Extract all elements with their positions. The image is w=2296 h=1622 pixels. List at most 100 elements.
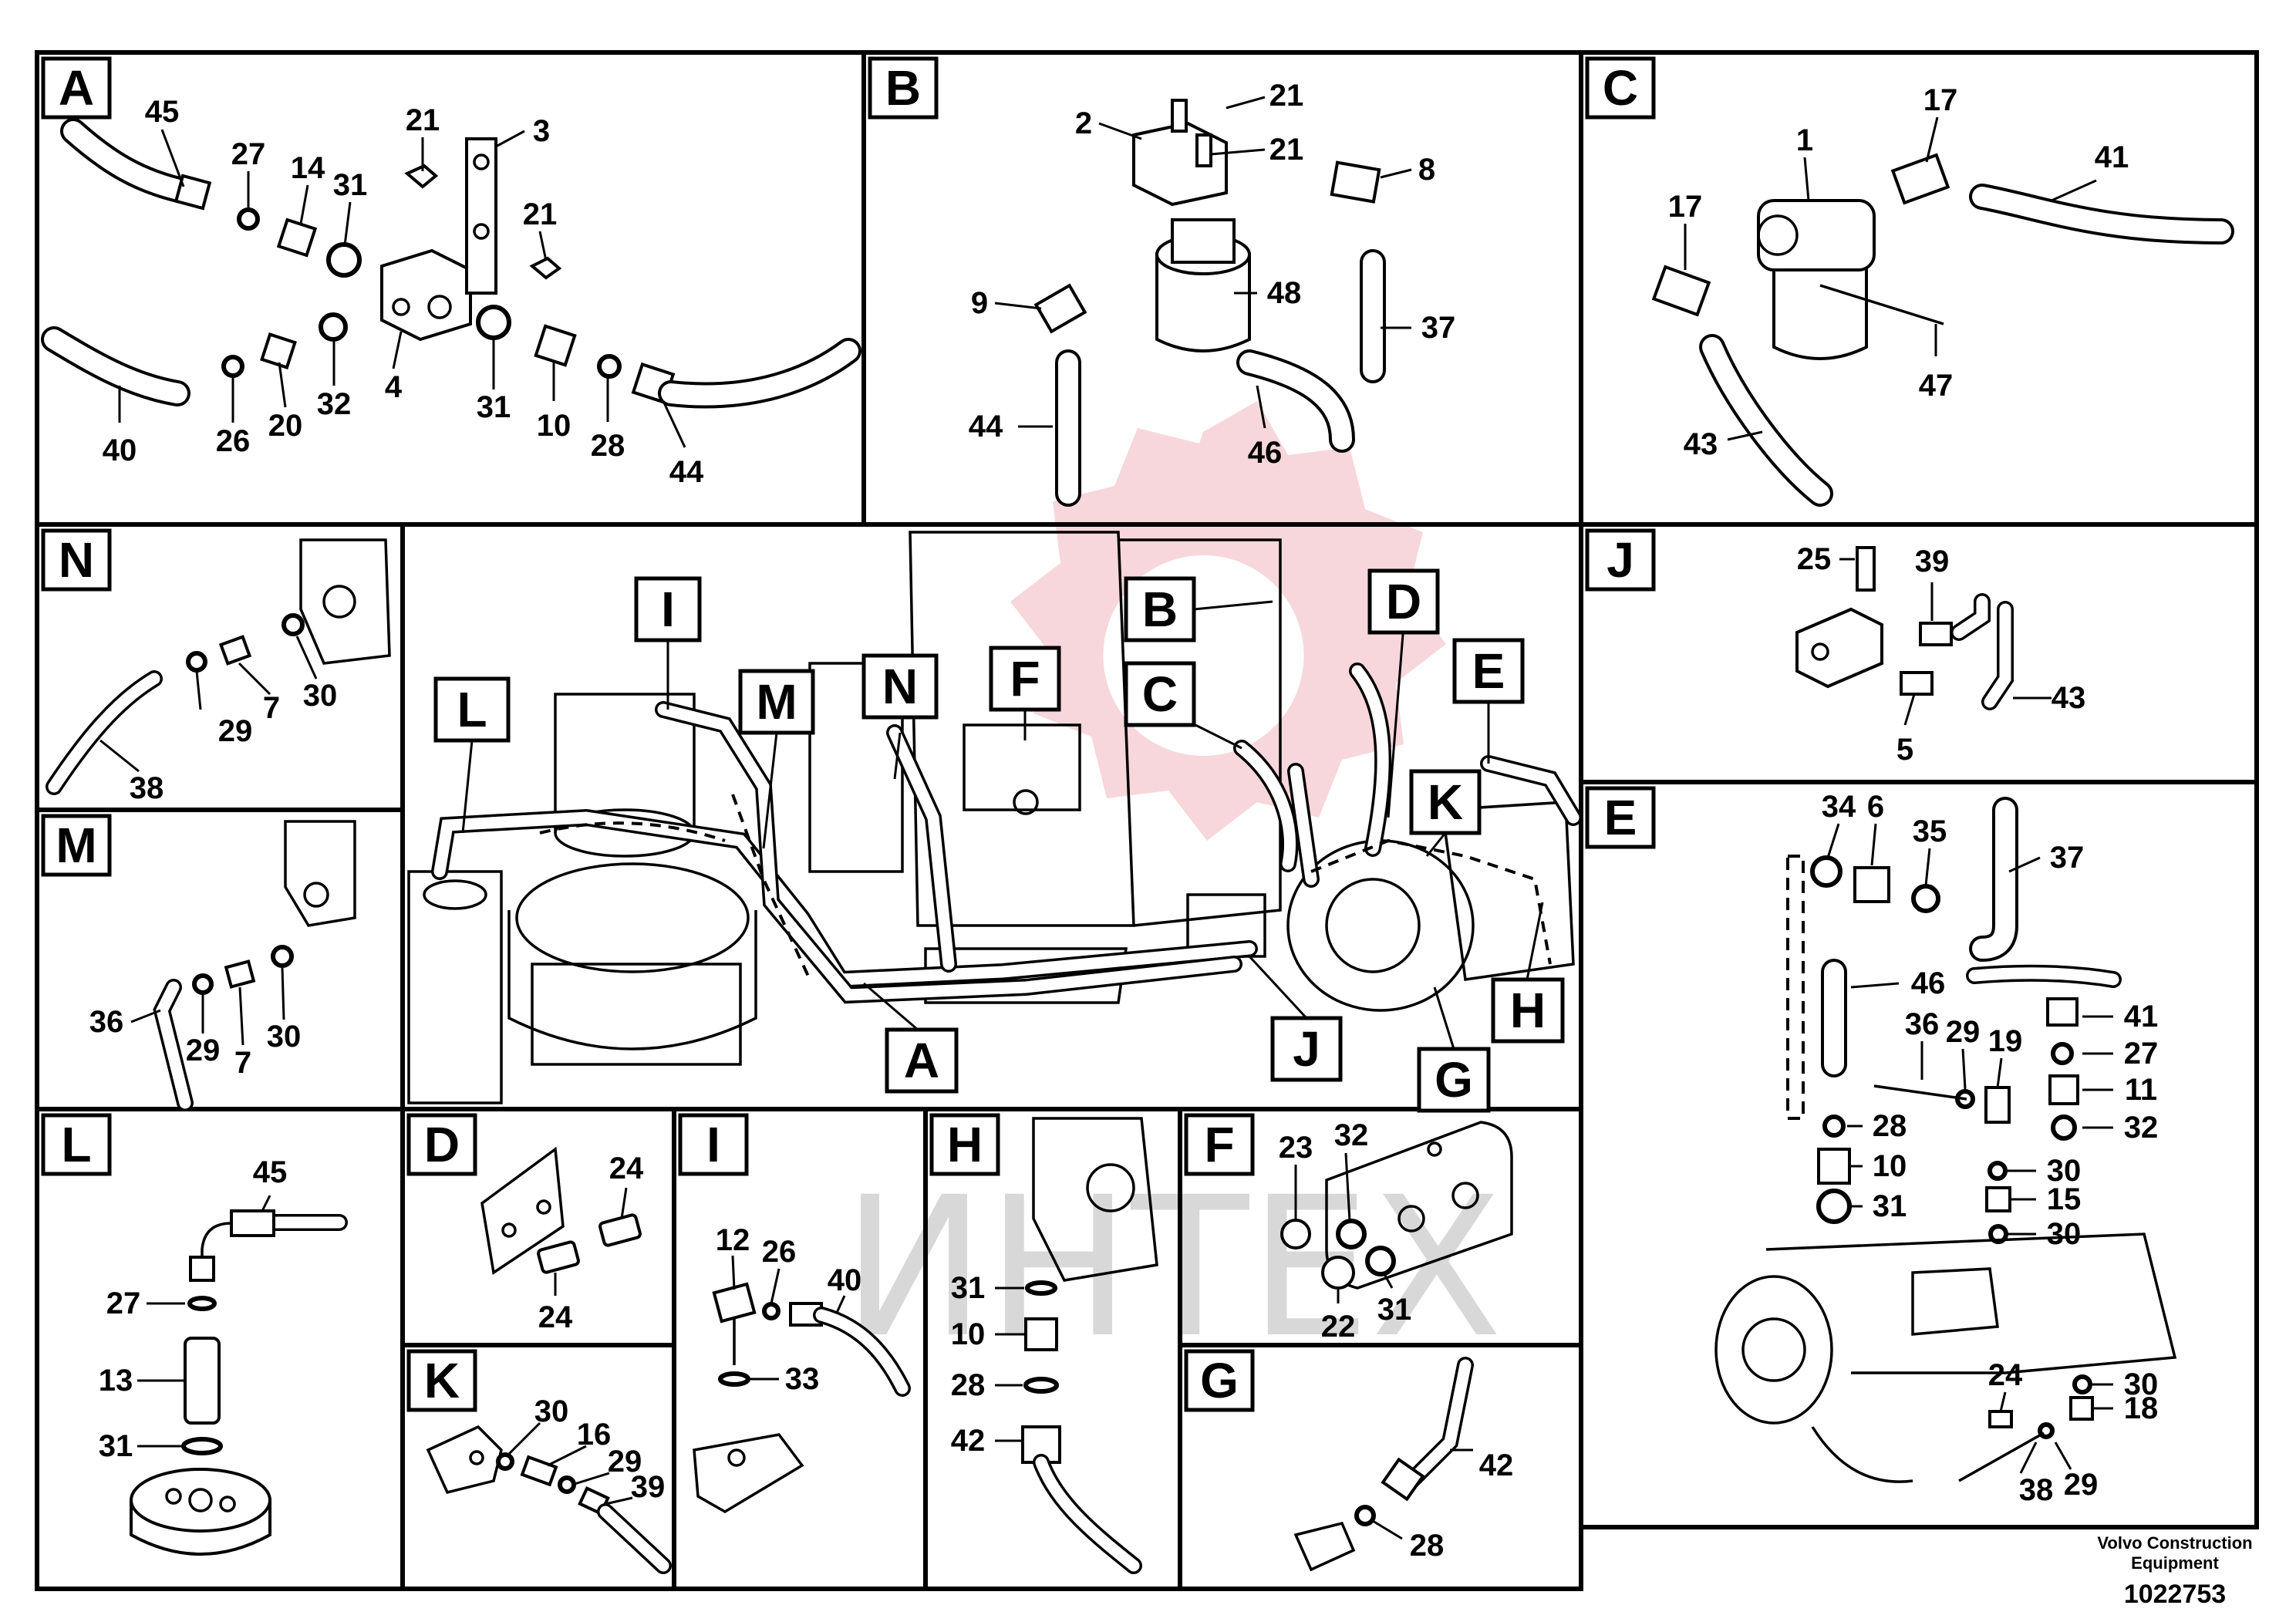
overview-tag-n: N: [882, 659, 918, 714]
overview-tag-j-box: [1270, 1016, 1343, 1082]
filter-head: [1171, 218, 1236, 264]
oring-28-h: [1023, 1377, 1059, 1394]
panel-l: L 45 27 13 31: [41, 1113, 348, 1556]
panel-n-tag: N: [59, 532, 94, 588]
elbow-12: [712, 1282, 757, 1324]
oring-30-e-2: [1988, 1224, 2008, 1244]
adapter-13: [184, 1337, 221, 1425]
panel-b-tag-box: [868, 56, 939, 120]
callout-m-3: 7: [234, 1046, 251, 1080]
elbow-17-left: [1651, 265, 1711, 317]
callout-b-3: 21: [1269, 133, 1304, 167]
footer: Volvo Construction Equipment 1022753: [2097, 1533, 2252, 1609]
oring-31-f: [1365, 1246, 1396, 1276]
overview-tag-a: A: [904, 1033, 939, 1088]
valve-body-n: [299, 538, 391, 665]
panel-h-tag: H: [947, 1117, 983, 1172]
callout-e-15: 30: [2047, 1154, 2082, 1188]
oring-28: [597, 354, 622, 379]
oring-32-e: [2051, 1114, 2077, 1141]
panel-b-tag: B: [885, 60, 921, 116]
callout-l-1: 45: [253, 1155, 288, 1189]
callout-e-7: 27: [2124, 1037, 2159, 1071]
oring-29-e-2: [2038, 1422, 2055, 1439]
callout-e-20: 30: [2124, 1367, 2159, 1401]
callout-a-11: 28: [591, 429, 625, 463]
panel-i-tag: I: [706, 1117, 720, 1172]
adapter-7-m: [224, 959, 256, 989]
callout-e-19: 24: [1988, 1358, 2023, 1392]
callout-e-22: 38: [2019, 1473, 2054, 1507]
callout-k-2: 16: [577, 1418, 612, 1452]
callout-a-8: 4: [385, 370, 403, 404]
panel-m-tag: M: [56, 818, 96, 873]
overview-tag-n-box: [861, 653, 939, 720]
overview-tag-c-box: [1124, 661, 1196, 727]
oring-27-e: [2051, 1042, 2074, 1065]
watermark: [1010, 401, 1446, 841]
bolt-21-top: [404, 164, 439, 189]
fitting-42-g: [1381, 1457, 1425, 1502]
elbow-8: [1330, 160, 1381, 204]
overview-tag-i-box: [634, 576, 702, 642]
panel-m-tag-box: [41, 814, 112, 877]
oring-30-e-1: [1988, 1161, 2008, 1181]
overview-tag-c: C: [1142, 666, 1178, 722]
block-j: [1795, 607, 1883, 689]
oring-29-e: [1955, 1089, 1975, 1109]
callout-k-1: 30: [534, 1394, 569, 1428]
valve-body-m: [284, 820, 356, 927]
callout-c-1: 1: [1796, 123, 1813, 157]
panel-k-tag: K: [424, 1353, 460, 1408]
callout-b-7: 37: [1421, 311, 1456, 345]
callout-l-3: 13: [99, 1364, 133, 1398]
plug-24-upper: [598, 1213, 642, 1247]
oring-30-n: [282, 613, 305, 636]
callout-b-9: 46: [1248, 436, 1283, 470]
overview-tag-m: M: [756, 674, 797, 730]
callout-c-6: 43: [1684, 427, 1718, 461]
panel-e-tag-box: [1585, 786, 1656, 849]
panel-j-tag: J: [1607, 532, 1634, 588]
callout-j-4: 5: [1896, 733, 1913, 767]
block-i: [693, 1433, 804, 1514]
callout-d-1: 24: [609, 1152, 644, 1185]
callout-k-4: 39: [631, 1470, 666, 1504]
oring-30-k: [496, 1452, 514, 1471]
adapter-18: [2069, 1396, 2094, 1421]
callout-a-12: 44: [669, 455, 704, 489]
oring-34: [1810, 855, 1843, 888]
callout-i-2: 26: [762, 1235, 797, 1269]
main-pump: [1441, 801, 1575, 981]
callout-i-4: 33: [785, 1362, 820, 1396]
oring-29-k: [558, 1475, 576, 1494]
callout-b-8: 44: [969, 410, 1003, 443]
callout-n-4: 38: [130, 771, 164, 805]
callout-e-13: 32: [2124, 1111, 2159, 1145]
callout-h-2: 10: [951, 1317, 986, 1351]
block-k: [426, 1425, 503, 1495]
panel-a: A: [41, 56, 861, 489]
callout-n-2: 7: [263, 691, 280, 725]
bracket-3: [465, 137, 497, 295]
panel-h: H 31 10 28 42: [929, 1113, 1158, 1574]
callout-e-21: 18: [2124, 1391, 2159, 1425]
overview-tag-i: I: [661, 582, 675, 637]
panel-f-tag-box: [1184, 1113, 1255, 1176]
overview-tag-h: H: [1510, 983, 1546, 1038]
elbow-19: [1984, 1086, 2011, 1124]
drawing-number: 1022753: [2124, 1580, 2226, 1609]
callout-a-6: 3: [533, 114, 550, 148]
callout-b-4: 8: [1418, 153, 1435, 187]
oring-30-m: [271, 945, 294, 968]
overview-tag-b: B: [1142, 582, 1178, 637]
dashed-bar-e: [1786, 855, 1805, 1120]
callout-d-2: 24: [538, 1300, 573, 1334]
adapter-10: [534, 324, 577, 367]
panel-f: F 23 32 22 31: [1184, 1113, 1513, 1344]
adapter-11: [2048, 1074, 2079, 1105]
oring-30-e-3: [2072, 1374, 2092, 1394]
callout-e-23: 29: [2064, 1468, 2099, 1502]
callout-a-3: 14: [291, 151, 325, 185]
